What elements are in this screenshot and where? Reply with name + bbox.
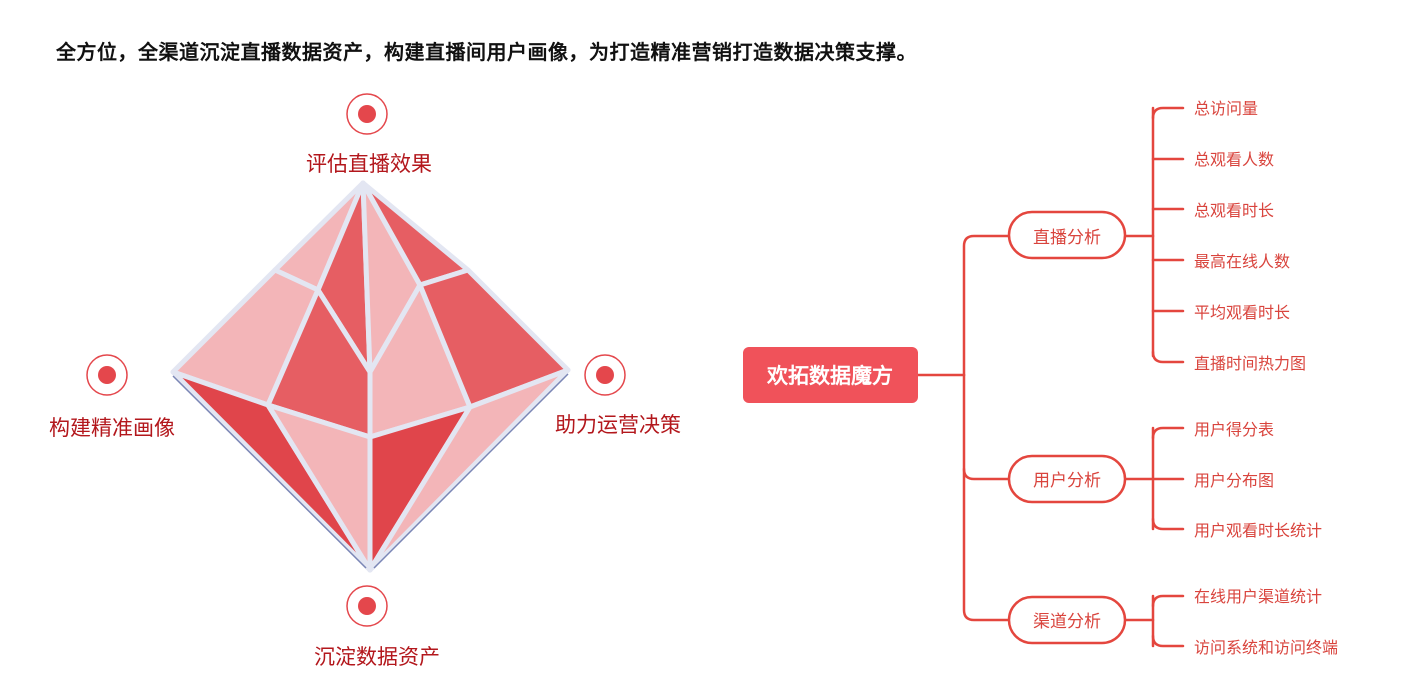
gem-label-bottom: 沉淀数据资产 — [314, 645, 440, 669]
mindmap-branch-channel: 渠道分析 — [1007, 595, 1127, 645]
branch-label: 直播分析 — [1033, 228, 1101, 248]
leaf-label: 用户得分表 — [1194, 420, 1274, 439]
gem-facet — [367, 367, 571, 573]
branch-label: 用户分析 — [1033, 471, 1101, 491]
gem-rim — [172, 373, 569, 569]
headline: 全方位，全渠道沉淀直播数据资产，构建直播间用户画像，为打造精准营销打造数据决策支… — [56, 40, 917, 64]
leaf-label: 总观看时长 — [1194, 201, 1274, 220]
leaf-label: 直播时间热力图 — [1194, 354, 1306, 373]
mindmap-root-label: 欢拓数据魔方 — [766, 364, 893, 388]
target-icon-top — [346, 93, 388, 135]
leaf-label: 平均观看时长 — [1194, 303, 1290, 322]
leaf-label: 用户分布图 — [1194, 471, 1274, 490]
target-icon-left — [86, 354, 128, 396]
leaf-label: 总观看人数 — [1194, 150, 1274, 169]
mindmap-root: 欢拓数据魔方 — [743, 347, 918, 403]
target-icon-bottom — [346, 585, 388, 627]
leaf-label: 访问系统和访问终端 — [1194, 638, 1338, 657]
leaf-label: 在线用户渠道统计 — [1194, 587, 1322, 606]
mindmap-connectors — [916, 106, 1185, 648]
mindmap-branch-live: 直播分析 — [1007, 210, 1127, 260]
gem-label-right: 助力运营决策 — [555, 413, 681, 437]
branch-label: 渠道分析 — [1033, 612, 1101, 632]
gem-label-top: 评估直播效果 — [306, 152, 432, 176]
gem-facet — [265, 402, 373, 573]
gem-diamond — [170, 180, 571, 573]
leaf-label: 总访问量 — [1194, 99, 1258, 118]
mindmap-branch-user: 用户分析 — [1007, 454, 1127, 504]
gem-label-left: 构建精准画像 — [49, 416, 175, 440]
leaf-label: 最高在线人数 — [1194, 252, 1290, 271]
target-icon-right — [584, 354, 626, 396]
leaf-label: 用户观看时长统计 — [1194, 521, 1322, 540]
